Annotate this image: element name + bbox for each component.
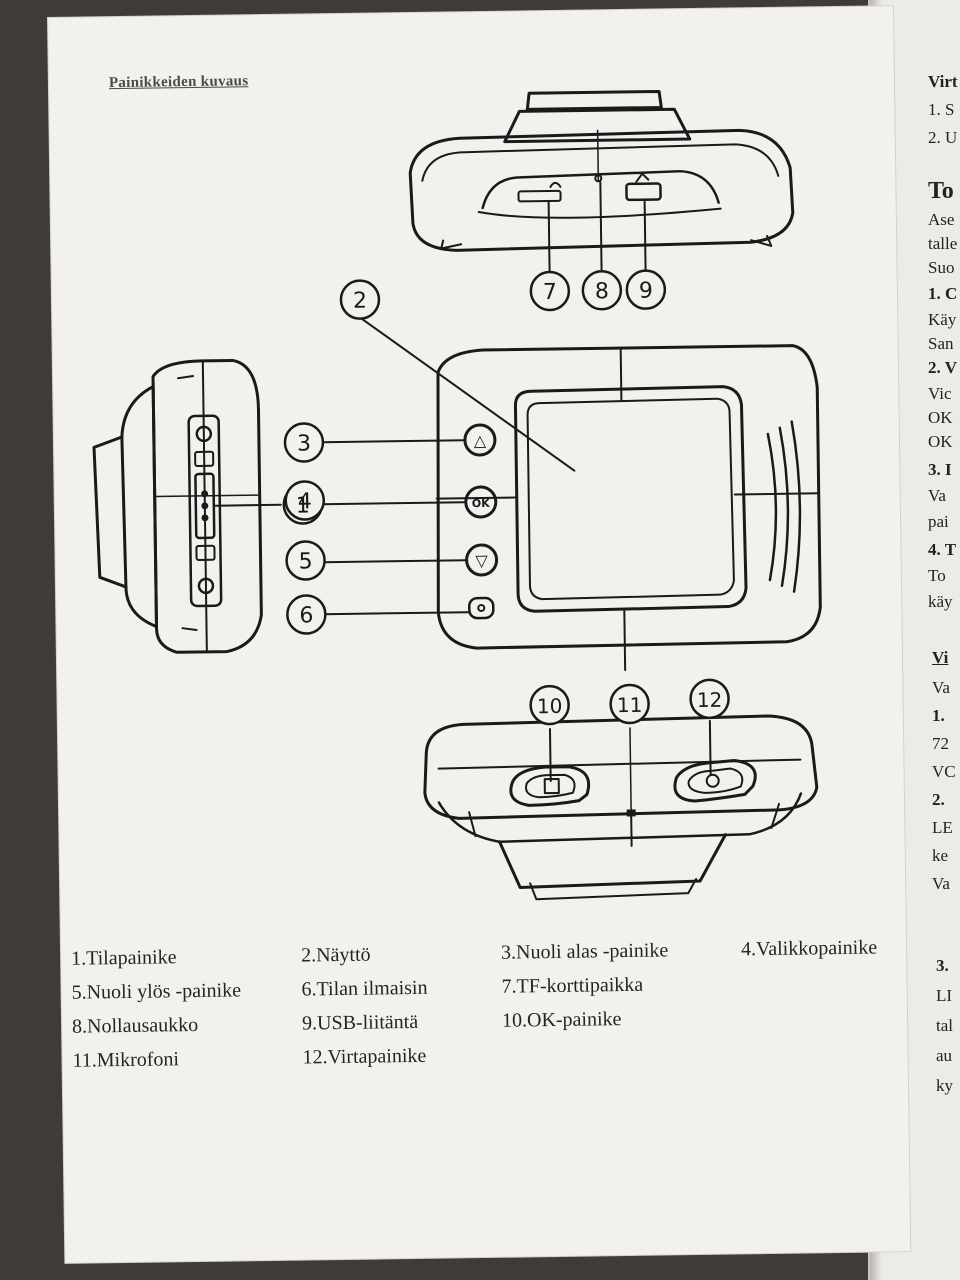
down-arrow-icon: ▽ [475, 551, 488, 570]
right-text: OK [928, 432, 953, 451]
right-text: LI [936, 986, 953, 1005]
callout-4 [284, 480, 326, 521]
camera-diagram: 1 2 3 4 5 6 7 8 9 10 11 12 △ OK ▽ [92, 89, 822, 901]
callout-12 [689, 678, 730, 720]
callout-label: 3 [297, 431, 311, 456]
right-text: LE [932, 818, 953, 837]
legend-item: 5.Nuoli ylös -painike [71, 979, 242, 1004]
right-text: Va [932, 678, 950, 697]
ok-icon: OK [472, 497, 491, 510]
legend-item: 7.TF-korttipaikka [501, 973, 644, 998]
callout-5 [285, 540, 326, 581]
callout-label: 9 [639, 279, 653, 304]
right-text: talle [928, 234, 958, 253]
callout-7 [529, 270, 571, 312]
callout-9 [625, 269, 667, 310]
callout-label: 7 [543, 280, 557, 305]
right-text: 1. C [928, 284, 958, 303]
right-text: OK [928, 408, 953, 427]
legend-item: 11.Mikrofoni [72, 1048, 180, 1072]
right-text: Käy [928, 310, 957, 329]
legend-item: 1.Tilapainike [70, 946, 177, 970]
right-text: To [928, 566, 946, 585]
callout-label: 4 [298, 489, 312, 514]
right-text: San [928, 334, 954, 353]
legend: 1.Tilapainike 2.Näyttö 3.Nuoli alas -pai… [61, 936, 909, 1148]
callout-label: 8 [595, 279, 609, 304]
right-text: Vi [932, 648, 949, 667]
legend-item: 3.Nuoli alas -painike [500, 939, 669, 964]
right-text: 3. [936, 956, 949, 975]
right-text: ke [932, 846, 949, 865]
callout-11 [609, 683, 650, 725]
camera-side-view [92, 358, 282, 654]
callout-label: 12 [697, 688, 723, 712]
right-text: Virt [928, 72, 958, 91]
right-text: To [928, 178, 954, 204]
legend-item: 4.Valikkopainike [740, 936, 878, 961]
callout-label: 5 [298, 549, 312, 574]
legend-item: 9.USB-liitäntä [301, 1010, 419, 1035]
callout-label: 11 [617, 693, 643, 717]
right-text: 2. V [928, 358, 957, 377]
callout-circles [282, 269, 730, 726]
right-text: 72 [932, 734, 949, 753]
camera-top-view [408, 89, 795, 275]
callout-8 [581, 270, 623, 311]
manual-page: Painikkeiden kuvaus [48, 6, 911, 1263]
callout-2 [339, 279, 381, 320]
right-text: Suo [928, 258, 955, 277]
legend-item: 10.OK-painike [501, 1008, 622, 1032]
right-text: 3. I [928, 460, 952, 479]
up-arrow-icon: △ [474, 431, 487, 450]
legend-item: 2.Näyttö [300, 943, 371, 967]
right-text: Vic [928, 384, 952, 403]
callout-label: 6 [299, 603, 313, 628]
right-text: 2. [932, 790, 945, 809]
legend-item: 6.Tilan ilmaisin [301, 976, 428, 1001]
right-text: Va [928, 486, 946, 505]
callout-3 [283, 422, 325, 463]
legend-item: 12.Virtapainike [302, 1044, 427, 1069]
callout-label: 2 [353, 289, 367, 314]
legend-item: 8.Nollausaukko [71, 1014, 199, 1038]
callout-6 [286, 594, 327, 635]
right-text: käy [928, 592, 953, 611]
camera-bottom-view [423, 714, 819, 901]
right-text: pai [928, 512, 949, 531]
right-text: 4. T [928, 540, 957, 559]
camera-back-view [320, 316, 822, 672]
right-text: Va [932, 874, 950, 893]
right-text: VC [932, 762, 956, 781]
callout-10 [529, 684, 570, 726]
right-text: tal [936, 1016, 953, 1035]
callout-label: 1 [296, 493, 310, 518]
right-text: 2. U [928, 128, 958, 147]
right-text: 1. S [928, 100, 955, 119]
callout-label: 10 [537, 694, 563, 718]
right-text: 1. [932, 706, 945, 725]
right-text: Ase [928, 210, 955, 229]
right-text: ky [936, 1076, 953, 1095]
right-text: au [936, 1046, 953, 1065]
